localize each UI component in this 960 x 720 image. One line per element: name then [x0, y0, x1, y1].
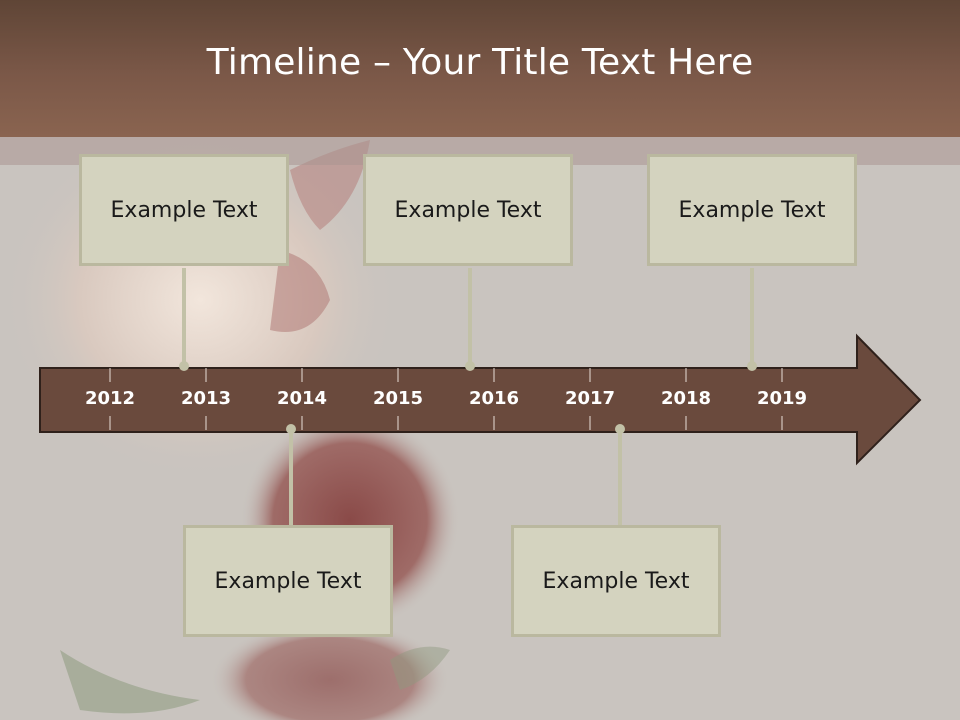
- timeline-arrow: [39, 333, 922, 466]
- connector-dot: [615, 424, 625, 434]
- connector-dot: [465, 361, 475, 371]
- year-label: 2018: [661, 388, 711, 409]
- year-label: 2013: [181, 388, 231, 409]
- event-box-above-2: Example Text: [363, 154, 573, 266]
- year-label: 2016: [469, 388, 519, 409]
- event-box-above-3: Example Text: [647, 154, 857, 266]
- event-label: Example Text: [214, 568, 362, 594]
- event-box-below-2: Example Text: [511, 525, 721, 637]
- event-label: Example Text: [542, 568, 690, 594]
- event-box-below-1: Example Text: [183, 525, 393, 637]
- event-label: Example Text: [678, 197, 826, 223]
- event-label: Example Text: [394, 197, 542, 223]
- connector-dot: [286, 424, 296, 434]
- year-label: 2019: [757, 388, 807, 409]
- year-label: 2017: [565, 388, 615, 409]
- connector-dot: [747, 361, 757, 371]
- year-label: 2014: [277, 388, 327, 409]
- event-label: Example Text: [110, 197, 258, 223]
- year-label: 2015: [373, 388, 423, 409]
- header-band: [0, 0, 960, 137]
- connector-dot: [179, 361, 189, 371]
- year-label: 2012: [85, 388, 135, 409]
- event-box-above-1: Example Text: [79, 154, 289, 266]
- slide-title: Timeline – Your Title Text Here: [206, 42, 754, 83]
